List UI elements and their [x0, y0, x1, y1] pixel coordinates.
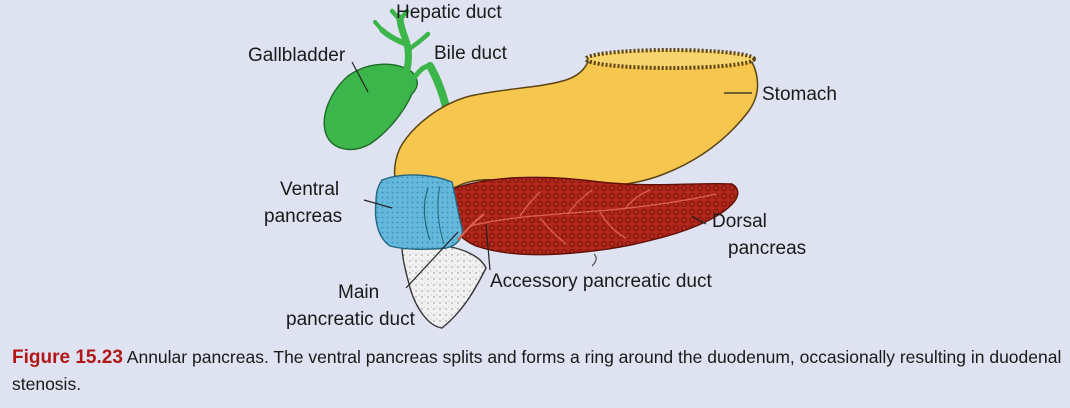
label-hepatic-duct: Hepatic duct — [396, 2, 502, 23]
stomach — [393, 48, 759, 198]
label-stomach: Stomach — [762, 84, 837, 105]
caption-text: Annular pancreas. The ventral pancreas s… — [12, 347, 1062, 394]
label-dorsal-pancreas-line2: pancreas — [728, 238, 806, 259]
figure-number: Figure 15.23 — [12, 347, 123, 368]
dorsal-pancreas — [443, 176, 739, 267]
label-bile-duct: Bile duct — [434, 43, 508, 64]
label-ventral-pancreas-line2: pancreas — [264, 206, 342, 227]
figure-caption: Figure 15.23 Annular pancreas. The ventr… — [12, 344, 1062, 398]
main-pancreatic-duct — [457, 213, 485, 241]
label-accessory-pancreatic-duct: Accessory pancreatic duct — [490, 271, 712, 292]
label-gallbladder: Gallbladder — [248, 45, 346, 66]
label-dorsal-pancreas-line1: Dorsal — [712, 211, 767, 232]
label-main-pancreatic-duct-line2: pancreatic duct — [286, 309, 416, 330]
ventral-pancreas — [374, 174, 463, 251]
label-main-pancreatic-duct-line1: Main — [338, 282, 379, 303]
leader-lines — [351, 61, 752, 289]
duodenum — [401, 243, 487, 329]
label-ventral-pancreas-line1: Ventral — [280, 179, 339, 200]
annular-pancreas-illustration: Hepatic duct Gallbladder Bile duct Stoma… — [248, 2, 837, 330]
